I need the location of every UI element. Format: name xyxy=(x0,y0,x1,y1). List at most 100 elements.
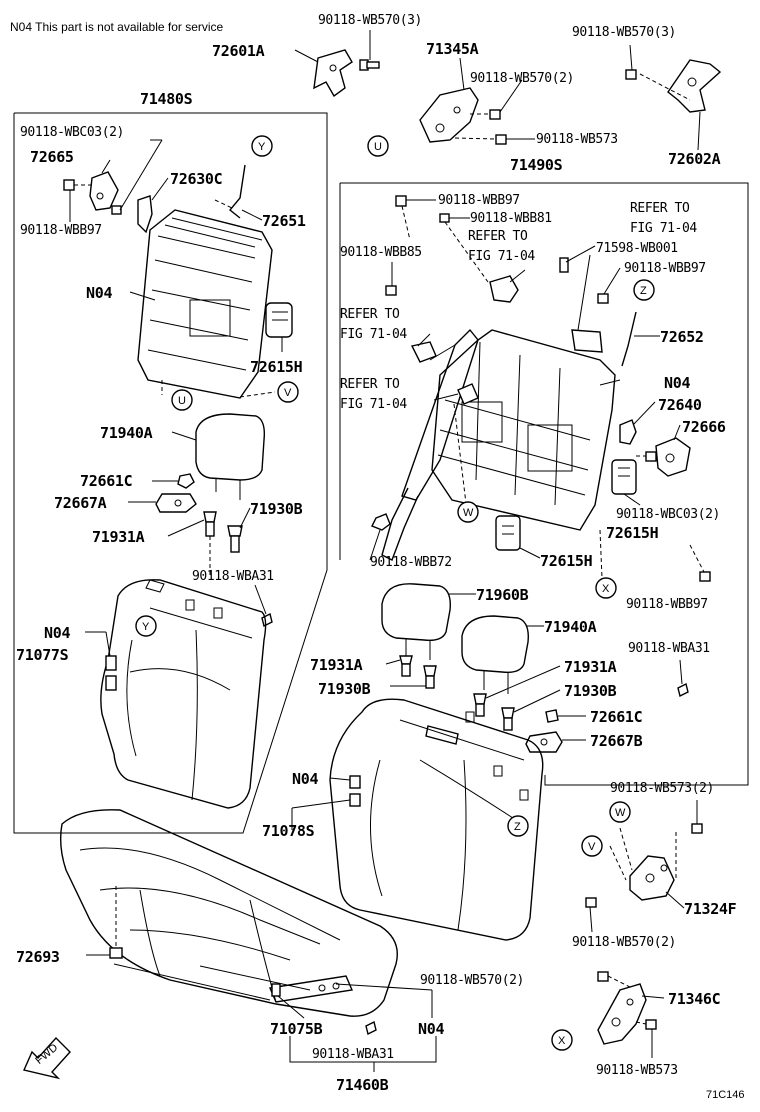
guide-71930B-right-1 xyxy=(423,665,437,689)
ref-circle-z-bottom: Z xyxy=(507,815,529,837)
ref-circle-v-left: V xyxy=(277,381,299,403)
label-71480S: 71480S xyxy=(140,90,193,108)
tag-N04-right xyxy=(349,775,361,807)
label-72615H-left: 72615H xyxy=(250,358,303,376)
ref-circle-w-mid: W xyxy=(457,501,479,523)
svg-text:Y: Y xyxy=(258,141,266,153)
svg-text:Z: Z xyxy=(514,821,521,833)
label-71346C: 71346C xyxy=(668,990,720,1008)
label-71345A: 71345A xyxy=(426,40,479,58)
ref-circle-y-top: Y xyxy=(251,135,273,157)
headrest-71940A-left xyxy=(195,413,266,500)
bolt-71345A-1 xyxy=(470,109,501,120)
label-72651: 72651 xyxy=(262,212,306,230)
stud-71598-WB001 xyxy=(559,257,569,273)
right-seatback-cushion xyxy=(329,698,544,941)
label-90118-WB573-top: 90118-WB573 xyxy=(536,132,618,147)
label-71930B-right-2: 71930B xyxy=(564,682,617,700)
pad-72615H-right-2 xyxy=(495,515,521,551)
label-90118-WBB85: 90118-WBB85 xyxy=(340,245,422,260)
label-72615H-right-2: 72615H xyxy=(540,552,593,570)
guide-71930B-right-2 xyxy=(501,707,515,731)
label-71940A-right: 71940A xyxy=(544,618,597,636)
left-seatback-frame-outline xyxy=(13,112,328,834)
label-71960B: 71960B xyxy=(476,586,529,604)
label-71931A-left: 71931A xyxy=(92,528,145,546)
ref-circle-v-right: V xyxy=(581,835,603,857)
bolt-90118-WBB97-top-right xyxy=(395,195,411,241)
label-72667B: 72667B xyxy=(590,732,643,750)
ref-circle-x-bottom: X xyxy=(551,1029,573,1051)
label-71490S: 71490S xyxy=(510,156,563,174)
label-refer-1-line2: FIG 71-04 xyxy=(630,221,697,236)
label-N04-left-frame: N04 xyxy=(86,284,112,302)
bolt-90118-WB573-2 xyxy=(675,823,703,880)
guide-71931A-right-2 xyxy=(473,693,487,717)
label-71324F: 71324F xyxy=(684,900,737,918)
label-90118-WB573-2: 90118-WB573(2) xyxy=(610,781,714,796)
bracket-71598-WB001 xyxy=(571,254,603,353)
clip-refer-fig-top xyxy=(489,275,519,303)
hinge-71324F xyxy=(629,855,675,901)
hinge-71346C xyxy=(597,983,647,1045)
bolt-90118-WB573-bottom xyxy=(635,1019,657,1030)
label-71930B-right-1: 71930B xyxy=(318,680,371,698)
clip-90118-WBA31-left xyxy=(261,612,273,628)
ref-circle-x-mid: X xyxy=(595,577,617,599)
label-71931A-right-2: 71931A xyxy=(564,658,617,676)
svg-text:X: X xyxy=(602,583,610,595)
guide-71931A-left xyxy=(203,511,217,575)
clip-90118-WBA31-right xyxy=(677,682,689,698)
label-71077S: 71077S xyxy=(16,646,69,664)
bracket-72602A xyxy=(667,59,722,113)
label-90118-WB570-3-right: 90118-WB570(3) xyxy=(572,25,676,40)
svg-text:V: V xyxy=(284,387,292,399)
label-72666: 72666 xyxy=(682,418,726,436)
pad-72615H-right-1 xyxy=(611,459,637,495)
label-90118-WB570-2-top: 90118-WB570(2) xyxy=(470,71,574,86)
cap-72661C-right xyxy=(545,709,559,723)
right-seatback-frame-outline xyxy=(340,182,749,786)
label-90118-WBB81: 90118-WBB81 xyxy=(470,211,552,226)
label-refer-1-line1: REFER TO xyxy=(630,201,690,216)
svg-text:U: U xyxy=(178,395,186,407)
label-refer-4-line2: FIG 71-04 xyxy=(340,397,407,412)
svg-text:Y: Y xyxy=(142,621,150,633)
bolt-90118-WBB97-left xyxy=(63,179,92,191)
label-72665: 72665 xyxy=(30,148,74,166)
label-refer-2-line2: FIG 71-04 xyxy=(468,249,535,264)
bracket-72667A xyxy=(155,493,197,513)
guide-71930B-left xyxy=(227,525,243,553)
label-N04-right-cushion: N04 xyxy=(292,770,318,788)
label-90118-WB570-2-bottom: 90118-WB570(2) xyxy=(420,973,524,988)
label-refer-3-line1: REFER TO xyxy=(340,307,400,322)
label-90118-WBA31-left: 90118-WBA31 xyxy=(192,569,274,584)
bolt-90118-WB570-2-bottom xyxy=(597,971,633,989)
label-72640: 72640 xyxy=(658,396,702,414)
ref-circle-z-top: Z xyxy=(633,279,655,301)
label-N04-bottom: N04 xyxy=(418,1020,444,1038)
pad-72615H-left xyxy=(265,302,293,338)
label-90118-WB573-bottom: 90118-WB573 xyxy=(596,1063,678,1078)
clip-refer-fig-low xyxy=(457,383,479,405)
left-seatback-cushion xyxy=(100,579,267,809)
bracket-72601A xyxy=(313,49,353,98)
fwd-arrow-icon: FWD xyxy=(23,1036,71,1080)
svg-text:W: W xyxy=(615,807,626,819)
bolt-71345A-2 xyxy=(454,134,507,145)
hook-72630C xyxy=(137,195,153,234)
ref-circle-u-left: U xyxy=(171,389,193,411)
wire-72651 xyxy=(229,164,246,219)
lock-72666 xyxy=(655,437,691,477)
figure-code: 71C146 xyxy=(706,1089,745,1101)
bolt-90118-WBB97-right xyxy=(689,544,711,582)
label-90118-WBB97-mid: 90118-WBB97 xyxy=(624,261,706,276)
label-72661C-right: 72661C xyxy=(590,708,642,726)
bolt-90118-WBB85 xyxy=(385,285,397,296)
label-90118-WB570-3-left: 90118-WB570(3) xyxy=(318,13,422,28)
bolt-top-right xyxy=(625,69,637,80)
bolt-90118-WBC03-right xyxy=(636,451,657,462)
bracket-72667B xyxy=(525,731,563,753)
label-71940A-left: 71940A xyxy=(100,424,153,442)
label-71460B: 71460B xyxy=(336,1076,389,1094)
